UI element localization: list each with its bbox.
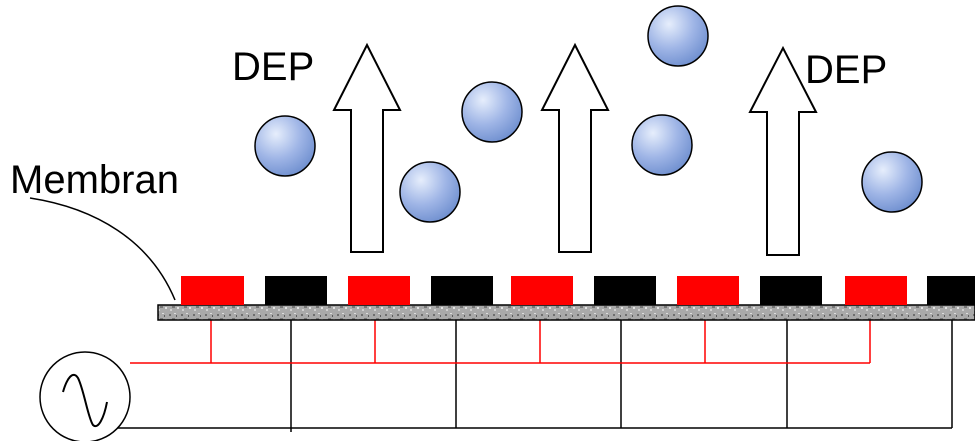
up-arrow-icon bbox=[540, 42, 610, 253]
sine-wave-source-icon bbox=[39, 351, 131, 441]
ground-wiring bbox=[110, 320, 953, 432]
electrode-array bbox=[181, 276, 975, 305]
particle bbox=[647, 5, 709, 67]
electrode-active bbox=[845, 276, 907, 305]
electrode-ground bbox=[927, 276, 975, 305]
electrode-ground bbox=[760, 276, 822, 305]
electrode-ground bbox=[265, 276, 327, 305]
electrode-active bbox=[511, 276, 573, 305]
up-arrow-icon bbox=[332, 42, 402, 253]
electrode-ground bbox=[594, 276, 656, 305]
electrode-active bbox=[677, 276, 739, 305]
dep-label-left: DEP bbox=[232, 45, 314, 89]
electrode-ground bbox=[431, 276, 493, 305]
dep-force-arrows bbox=[332, 42, 818, 256]
particle bbox=[631, 114, 693, 176]
membrane-label: Membran bbox=[10, 158, 179, 202]
particle bbox=[461, 81, 523, 143]
particle bbox=[861, 151, 923, 213]
particle bbox=[399, 161, 461, 223]
electrode-active bbox=[181, 276, 244, 305]
up-arrow-icon bbox=[748, 45, 818, 256]
membrane-substrate bbox=[157, 304, 975, 321]
particles bbox=[254, 5, 923, 223]
membrane-leader-line bbox=[29, 197, 176, 301]
active-wiring bbox=[130, 320, 871, 364]
dep-label-right: DEP bbox=[805, 48, 887, 92]
particle bbox=[254, 115, 316, 177]
electrode-active bbox=[348, 276, 410, 305]
